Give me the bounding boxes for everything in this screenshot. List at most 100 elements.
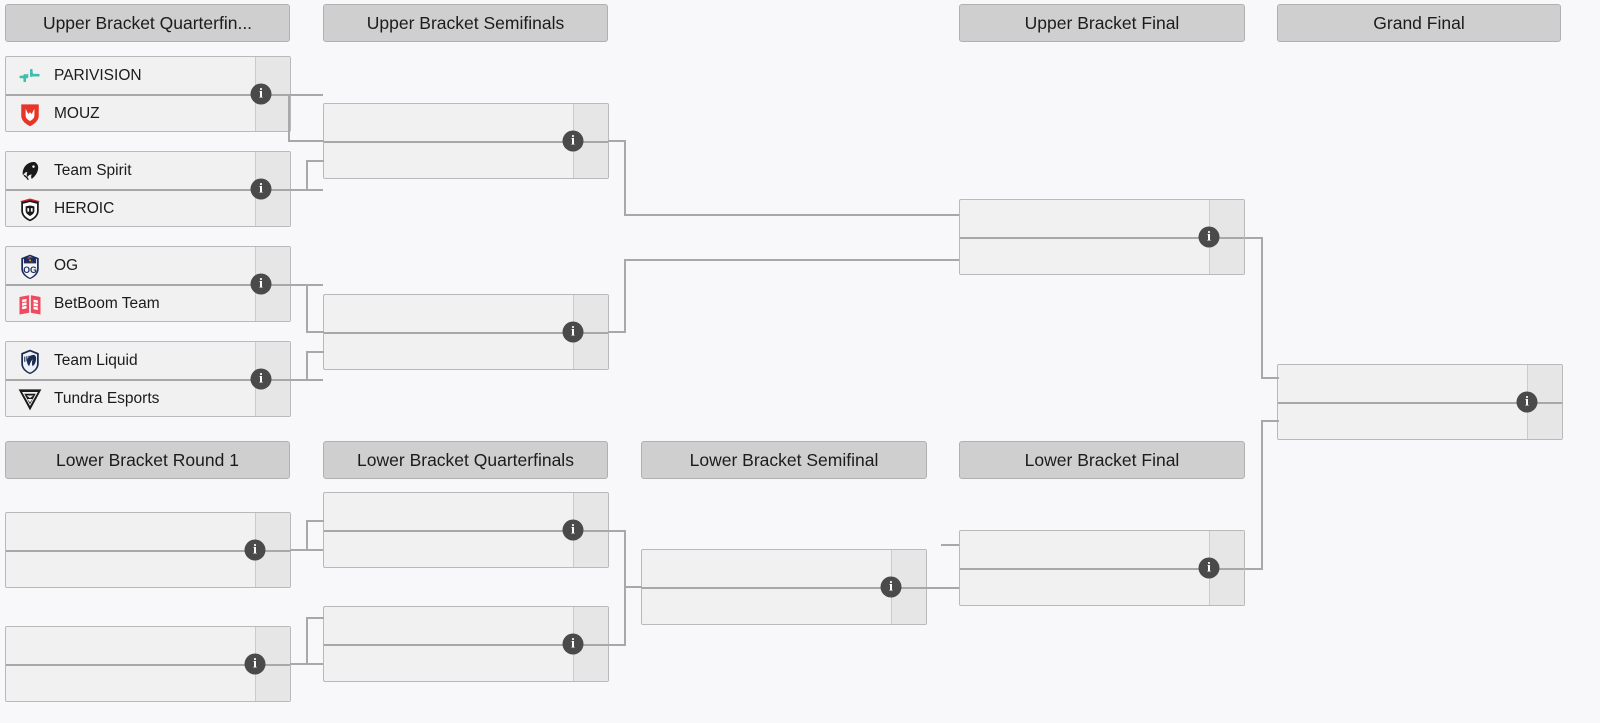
info-icon[interactable]: i <box>562 519 584 541</box>
info-icon[interactable]: i <box>250 368 272 390</box>
match-slot-bottom[interactable]: Tundra Esports <box>6 379 290 416</box>
match-upper-quarterfinal-3[interactable]: OG OG BetBoom Team <box>5 246 291 322</box>
match-upper-quarterfinal-1[interactable]: PARIVISION MOUZ i <box>5 56 291 132</box>
match-lower-quarterfinal-1[interactable]: i <box>323 492 609 568</box>
connector <box>1245 237 1263 239</box>
connector <box>1261 377 1279 379</box>
match-slot-top[interactable]: Team Spirit <box>6 152 290 189</box>
team-cell <box>960 239 1210 274</box>
info-icon[interactable]: i <box>562 321 584 343</box>
team-name: MOUZ <box>54 104 100 122</box>
connector <box>608 644 626 646</box>
round-header-upper-bracket-final[interactable]: Upper Bracket Final <box>959 4 1245 42</box>
connector <box>306 160 324 162</box>
match-lower-round1-1[interactable]: i <box>5 512 291 588</box>
match-lower-quarterfinal-2[interactable]: i <box>323 606 609 682</box>
team-cell <box>1278 404 1528 439</box>
match-upper-quarterfinal-2[interactable]: Team Spirit HEROIC i <box>5 151 291 227</box>
team-cell: Team Liquid <box>6 342 256 379</box>
team-spirit-logo <box>22 161 39 180</box>
match-lower-bracket-final[interactable]: i <box>959 530 1245 606</box>
info-icon[interactable]: i <box>1198 557 1220 579</box>
round-header-label: Grand Final <box>1373 12 1465 33</box>
team-cell <box>324 532 574 567</box>
connector <box>624 259 626 333</box>
match-upper-bracket-final[interactable]: i <box>959 199 1245 275</box>
info-icon[interactable]: i <box>250 83 272 105</box>
round-header-lower-bracket-final[interactable]: Lower Bracket Final <box>959 441 1245 479</box>
match-slot-top[interactable]: OG OG <box>6 247 290 284</box>
round-header-lower-bracket-quarterfinals[interactable]: Lower Bracket Quarterfinals <box>323 441 608 479</box>
team-cell <box>6 513 256 550</box>
match-slot-bottom[interactable]: HEROIC <box>6 189 290 226</box>
team-name: PARIVISION <box>54 66 142 84</box>
connector <box>288 140 324 142</box>
connector <box>290 189 323 191</box>
connector <box>306 351 324 353</box>
team-cell <box>642 589 892 624</box>
round-header-label: Lower Bracket Round 1 <box>56 449 239 470</box>
match-upper-semifinal-2[interactable]: i <box>323 294 609 370</box>
team-cell <box>960 570 1210 605</box>
match-slot-top[interactable] <box>324 104 608 141</box>
match-lower-round1-2[interactable]: i <box>5 626 291 702</box>
connector <box>306 520 324 522</box>
match-lower-semifinal[interactable]: i <box>641 549 927 625</box>
connector <box>624 586 642 588</box>
round-header-lower-bracket-semifinal[interactable]: Lower Bracket Semifinal <box>641 441 927 479</box>
match-upper-quarterfinal-4[interactable]: Team Liquid Tundra Esports i <box>5 341 291 417</box>
round-header-grand-final[interactable]: Grand Final <box>1277 4 1561 42</box>
team-cell <box>324 295 574 332</box>
team-cell: MOUZ <box>6 96 256 131</box>
team-cell: PARIVISION <box>6 57 256 94</box>
match-slot-top[interactable] <box>6 513 290 550</box>
match-slot-top[interactable]: Team Liquid <box>6 342 290 379</box>
match-grand-final[interactable]: i <box>1277 364 1563 440</box>
match-slot-bottom[interactable]: BetBoom Team <box>6 284 290 321</box>
team-liquid-logo <box>21 349 39 374</box>
info-icon[interactable]: i <box>1198 226 1220 248</box>
team-cell <box>324 104 574 141</box>
connector <box>1261 237 1263 379</box>
connector <box>306 617 324 619</box>
round-header-upper-bracket-quarterfinals[interactable]: Upper Bracket Quarterfin... <box>5 4 290 42</box>
team-cell <box>642 550 892 587</box>
info-icon[interactable]: i <box>880 576 902 598</box>
team-cell: Tundra Esports <box>6 381 256 416</box>
round-header-label: Lower Bracket Final <box>1024 449 1180 470</box>
match-slot-top[interactable] <box>1278 365 1562 402</box>
connector <box>624 259 959 261</box>
team-cell <box>324 143 574 178</box>
match-slot-top[interactable]: PARIVISION <box>6 57 290 94</box>
round-header-lower-bracket-round-1[interactable]: Lower Bracket Round 1 <box>5 441 290 479</box>
match-slot-bottom[interactable]: MOUZ <box>6 94 290 131</box>
match-upper-semifinal-1[interactable]: i <box>323 103 609 179</box>
og-logo: OG <box>21 254 39 279</box>
round-header-upper-bracket-semifinals[interactable]: Upper Bracket Semifinals <box>323 4 608 42</box>
connector <box>624 530 626 587</box>
round-header-label: Upper Bracket Semifinals <box>366 12 565 33</box>
team-name: OG <box>54 256 79 274</box>
info-icon[interactable]: i <box>250 178 272 200</box>
info-icon[interactable]: i <box>562 130 584 152</box>
info-icon[interactable]: i <box>250 273 272 295</box>
info-icon[interactable]: i <box>244 539 266 561</box>
info-icon[interactable]: i <box>1516 391 1538 413</box>
match-slot-top[interactable] <box>960 531 1244 568</box>
team-cell <box>324 646 574 681</box>
info-icon[interactable]: i <box>562 633 584 655</box>
connector <box>941 544 959 546</box>
connector <box>306 351 308 380</box>
tundra-logo <box>18 388 42 410</box>
connector <box>624 214 959 216</box>
connector <box>306 617 308 664</box>
team-cell <box>324 493 574 530</box>
team-name: HEROIC <box>54 199 115 217</box>
info-icon[interactable]: i <box>244 653 266 675</box>
team-cell: HEROIC <box>6 191 256 226</box>
match-slot-bottom[interactable] <box>324 332 608 369</box>
team-cell: BetBoom Team <box>6 286 256 321</box>
connector <box>608 331 626 333</box>
parivision-logo <box>19 68 40 82</box>
